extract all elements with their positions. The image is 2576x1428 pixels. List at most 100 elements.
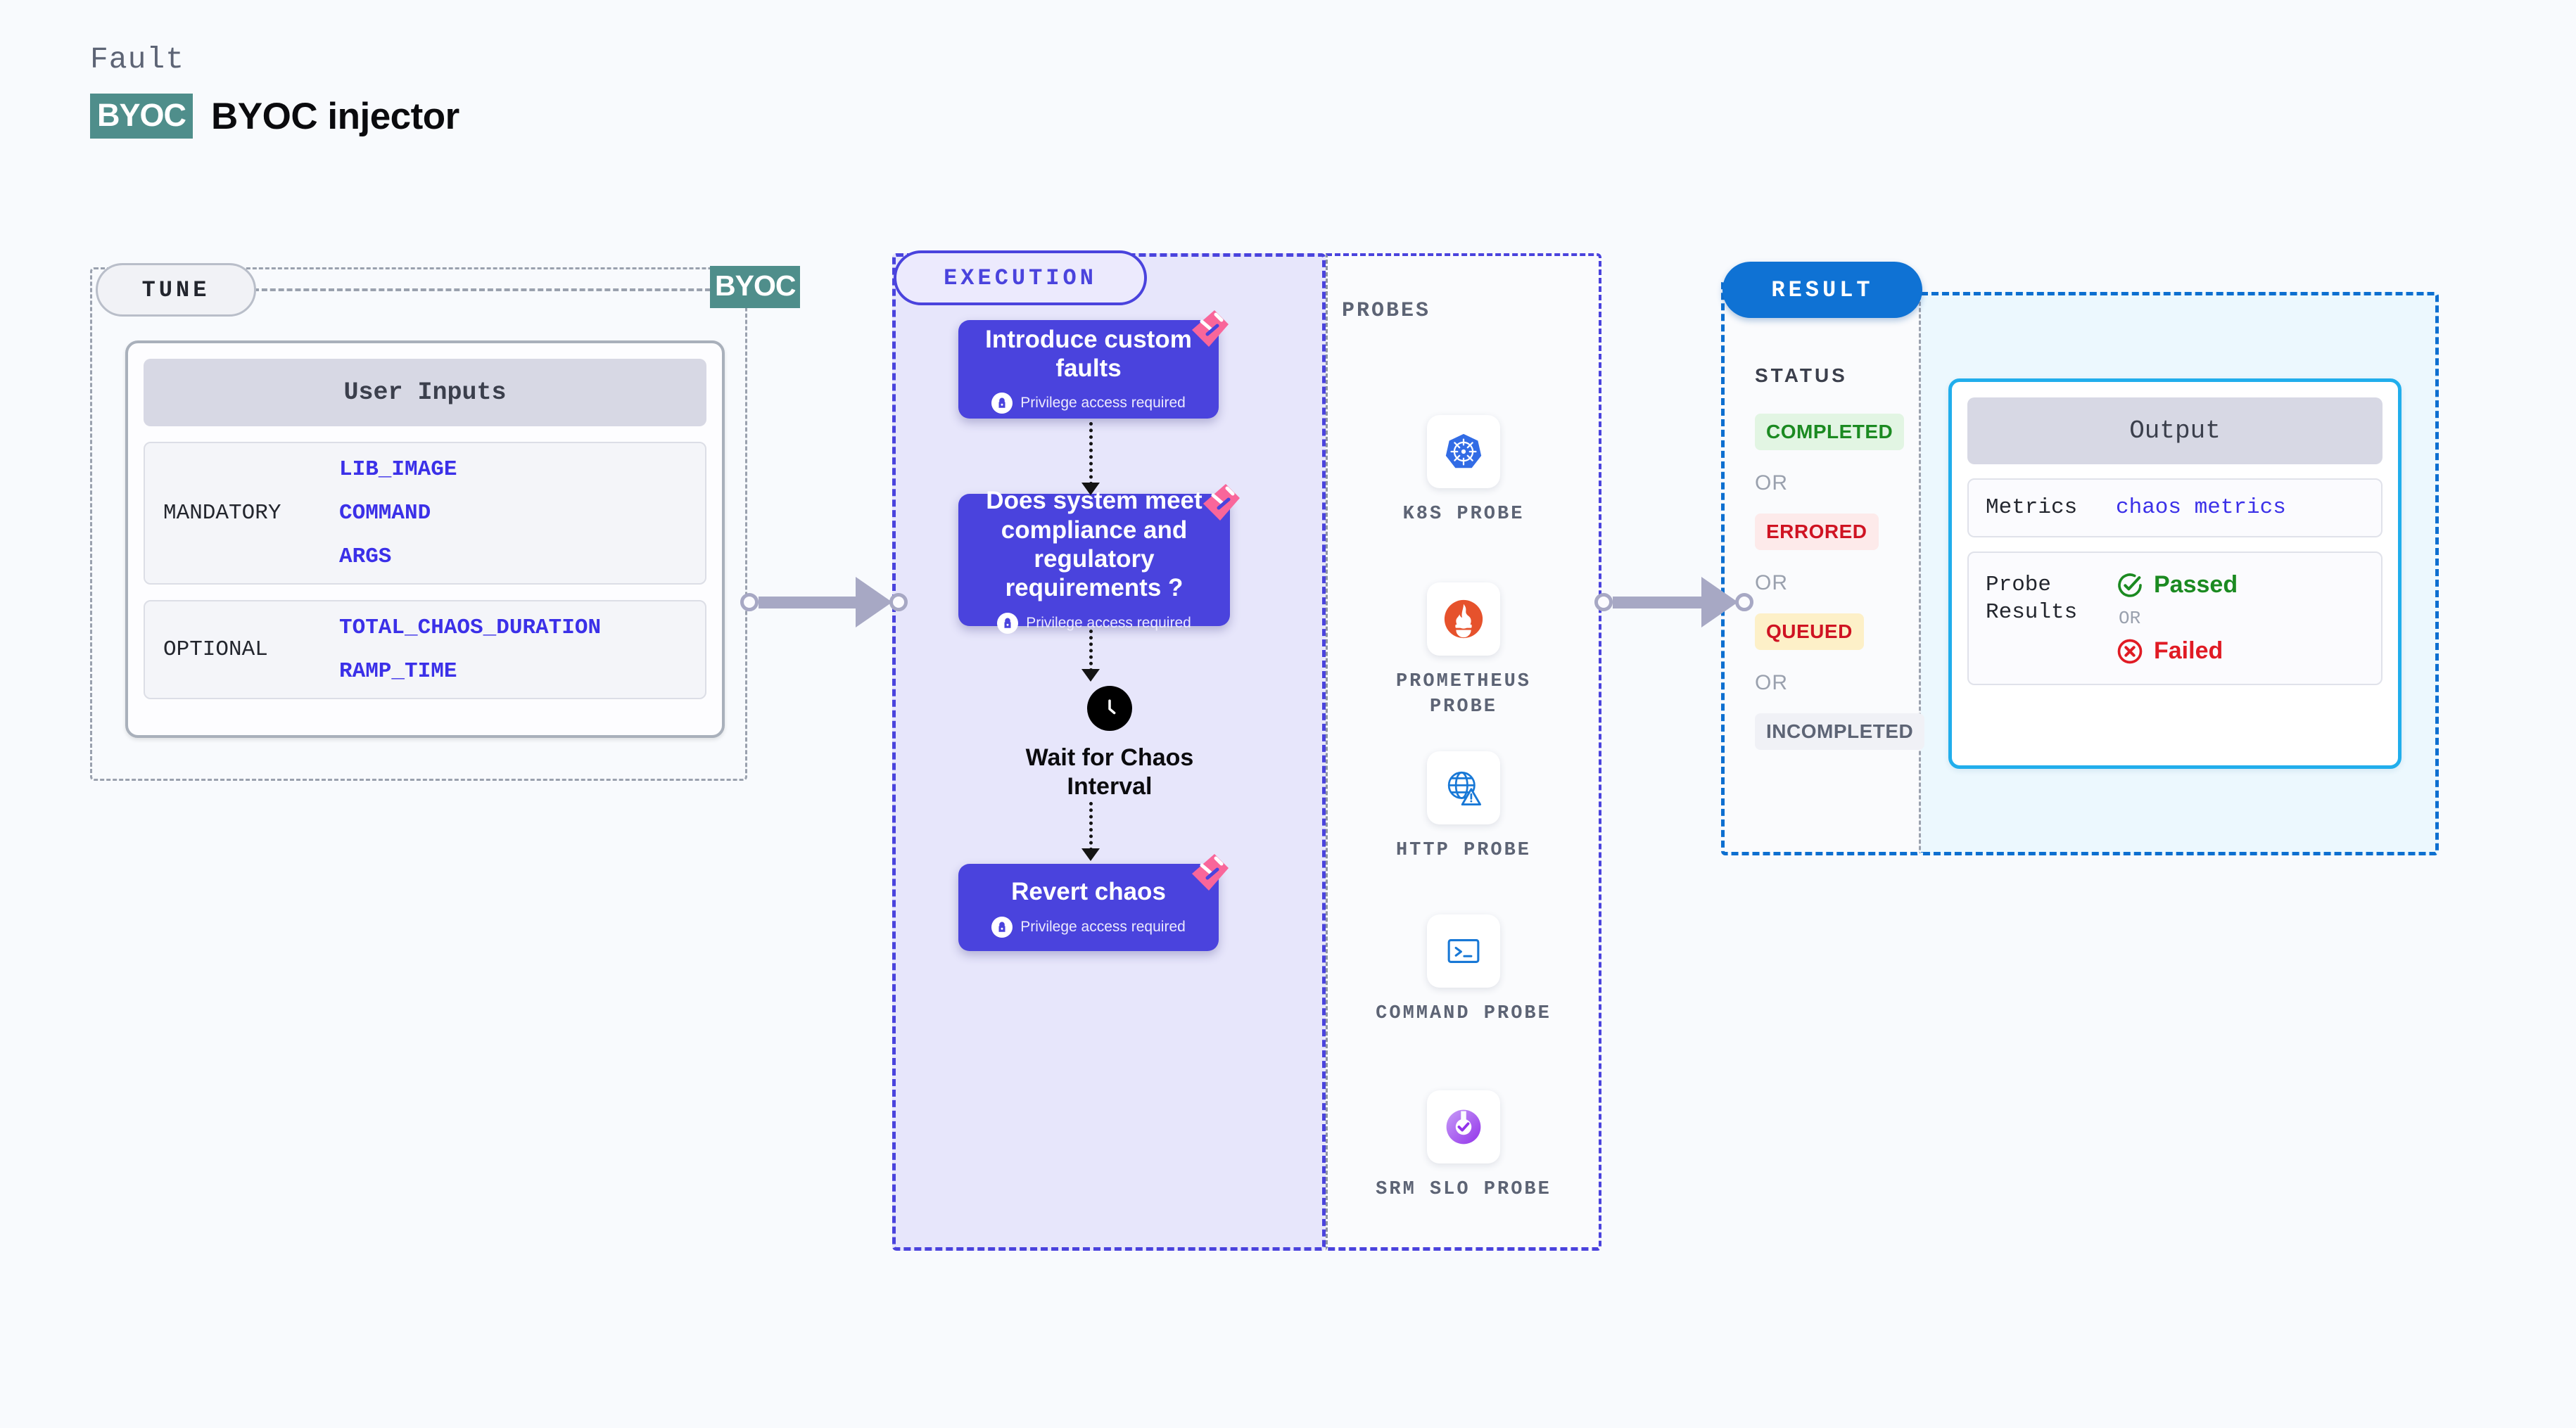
connector-start-dot [1594,593,1613,611]
input-total-chaos-duration[interactable]: TOTAL_CHAOS_DURATION [339,616,602,640]
srm-slo-icon [1427,1090,1500,1164]
mandatory-values: LIB_IMAGE COMMAND ARGS [339,457,457,569]
probe-item-k8s[interactable]: K8S PROBE [1372,415,1555,528]
status-or-1: OR [1755,471,1788,495]
wait-node-label: Wait for Chaos Interval [1025,744,1194,800]
privilege-note: Privilege access required [991,916,1186,938]
optional-label: OPTIONAL [163,637,268,662]
chaos-flag-icon [1192,854,1229,891]
connector-arrow-head [1701,577,1738,627]
privilege-note: Privilege access required [991,393,1186,414]
arrow-node2-to-clock [1089,630,1093,672]
tune-pill-label[interactable]: TUNE [96,263,256,317]
metrics-value[interactable]: chaos metrics [2116,495,2286,521]
connector-start-dot [740,593,759,611]
tune-region [90,267,747,781]
user-inputs-header: User Inputs [144,359,706,426]
mandatory-inputs-group: MANDATORY LIB_IMAGE COMMAND ARGS [144,442,706,585]
status-or-2: OR [1755,571,1788,594]
probe-label: PROMETHEUS PROBE [1395,671,1532,718]
byoc-corner-badge: BYOC [710,266,801,308]
status-badge-incompleted: INCOMPLETED [1755,713,1925,750]
terminal-icon [1427,914,1500,988]
page-title: BYOC injector [211,95,459,137]
probe-result-failed: Failed [2116,637,2238,665]
chaos-flag-icon [1192,310,1229,347]
optional-inputs-group: OPTIONAL TOTAL_CHAOS_DURATION RAMP_TIME [144,600,706,699]
fault-eyebrow-label: Fault [90,42,185,77]
arrow-node1-to-node2 [1089,422,1093,485]
connector-execution-to-result [1594,577,1753,627]
lock-icon [991,916,1013,938]
probe-result-passed: Passed [2116,571,2238,599]
prometheus-icon [1427,582,1500,656]
byoc-badge: BYOC [90,94,193,139]
kubernetes-icon [1427,415,1500,488]
input-command[interactable]: COMMAND [339,501,431,525]
optional-values: TOTAL_CHAOS_DURATION RAMP_TIME [339,616,601,684]
probe-label: HTTP PROBE [1395,840,1532,861]
node-title: Introduce custom faults [985,325,1192,382]
probe-item-http[interactable]: HTTP PROBE [1372,751,1555,864]
status-badge-errored: ERRORED [1755,514,1879,550]
privilege-note-text: Privilege access required [1020,395,1186,412]
arrow-clock-to-revert [1089,802,1093,851]
connector-bar [1613,596,1703,608]
execution-region [892,253,1326,1251]
node-title: Does system meet compliance and regulato… [986,487,1203,602]
probe-label: COMMAND PROBE [1376,1003,1552,1024]
connector-arrow-head [856,577,892,627]
output-card-header: Output [1967,397,2383,464]
output-card: Output Metrics chaos metrics Probe Resul… [1948,378,2401,769]
connector-end-dot [889,593,908,611]
failed-label: Failed [2154,637,2223,665]
node-compliance-check[interactable]: Does system meet compliance and regulato… [958,484,1240,634]
check-circle-icon [2118,573,2142,597]
node-wait-for-chaos-interval[interactable]: Wait for Chaos Interval [1026,686,1193,801]
input-ramp-time[interactable]: RAMP_TIME [339,659,457,684]
probe-result-or: OR [2119,607,2141,629]
input-args[interactable]: ARGS [339,544,392,569]
title-row: BYOC BYOC injector [90,94,459,139]
node-revert-chaos[interactable]: Revert chaos Privilege access required [958,854,1229,951]
user-inputs-card: User Inputs MANDATORY LIB_IMAGE COMMAND … [125,340,725,738]
connector-bar [759,596,857,608]
metrics-key: Metrics [1986,495,2078,520]
passed-label: Passed [2154,571,2238,599]
arrow-head-revert [1081,848,1100,861]
lock-icon [991,393,1013,414]
privilege-note-text: Privilege access required [1020,918,1186,935]
node-title: Revert chaos [1011,878,1166,906]
lock-icon [997,612,1019,634]
execution-pill-label[interactable]: EXECUTION [894,250,1147,305]
probe-results-values: Passed OR Failed [2116,571,2238,665]
status-badge-queued: QUEUED [1755,613,1864,650]
probe-label: SRM SLO PROBE [1376,1179,1552,1200]
arrow-head-node2 [1081,483,1100,495]
connector-tune-to-execution [740,577,908,627]
probe-item-command[interactable]: COMMAND PROBE [1372,914,1555,1027]
privilege-note: Privilege access required [997,612,1191,634]
probe-item-prometheus[interactable]: PROMETHEUS PROBE [1372,582,1555,720]
node-introduce-custom-faults[interactable]: Introduce custom faults Privilege access… [958,310,1229,419]
status-or-3: OR [1755,671,1788,694]
probe-item-srm-slo[interactable]: SRM SLO PROBE [1372,1090,1555,1203]
chaos-flag-icon [1203,484,1240,521]
clock-icon [1087,686,1132,731]
metrics-row: Metrics chaos metrics [1967,478,2383,537]
arrow-head-clock [1081,669,1100,682]
connector-end-dot [1735,593,1753,611]
status-section-label: STATUS [1755,364,1848,386]
probe-label: K8S PROBE [1402,504,1525,525]
page-header: Fault BYOC BYOC injector [90,42,459,139]
privilege-note-text: Privilege access required [1026,614,1191,631]
x-circle-icon [2117,639,2143,664]
http-globe-icon [1427,751,1500,824]
probe-results-key: Probe Results [1986,572,2078,625]
status-badge-completed: COMPLETED [1755,414,1905,450]
result-pill-label[interactable]: RESULT [1722,262,1922,318]
probe-results-row: Probe Results Passed OR Failed [1967,551,2383,685]
input-lib-image[interactable]: LIB_IMAGE [339,457,457,482]
result-status-region [1721,279,1921,855]
probes-section-label: PROBES [1342,299,1431,323]
